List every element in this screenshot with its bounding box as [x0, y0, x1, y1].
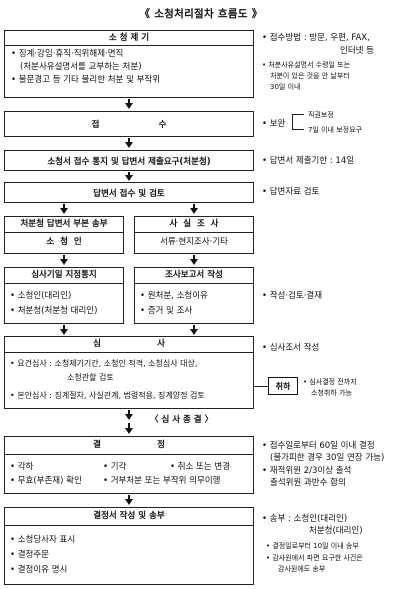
decision-invalid-confirm: • 무효(부존재) 확인: [10, 476, 82, 486]
step-hearing-date-notice: 심사기일 지정통지 • 소청인(대리인) • 처분청(처분청 대리인): [4, 267, 124, 324]
decision-dismiss: • 각하: [10, 462, 34, 472]
arrow-stem: [193, 255, 195, 260]
arrow-down-icon: [60, 259, 68, 265]
step-investigation-report-header: 조사보고서 작성: [135, 268, 253, 284]
note-delivery-sub-2: • 감사원에서 파면 요구한 사건은: [266, 554, 363, 562]
note-deadline-3: 30일 이내: [270, 83, 301, 91]
arrow-down-icon: [125, 499, 133, 505]
note-supplement-item-2: 7일 이내 보정요구: [308, 126, 362, 134]
step-copy-to-appellant: 처분청 답변서 부본 송부 소 청 인: [4, 216, 124, 254]
step-answer-review: 답변서 접수 및 검토: [4, 182, 254, 203]
step-decision-header: 결 정: [5, 437, 253, 455]
arrow-stem: [193, 204, 195, 209]
step-appeal-filing-header: 소 청 제 기: [5, 31, 253, 46]
step-appeal-filing-line-2: (처분사유설명서를 교부하는 처분): [20, 62, 142, 72]
step-appeal-filing-line-3: • 불문경고 등 기타 불리한 처분 및 부작위: [11, 75, 161, 85]
arrow-down-icon: [190, 329, 198, 335]
step-review-line-1: • 요건심사 : 소청제기기간, 소청인 적격, 소청심사 대상,: [10, 359, 198, 368]
arrow-stem: [128, 138, 130, 143]
arrow-down-icon: [125, 414, 133, 420]
step-investigation-report-line-2: • 증거 및 조사: [140, 306, 193, 316]
step-review-line-3: • 본안심사 : 징계절차, 사실관계, 법령적용, 징계양정 검토: [10, 391, 205, 400]
arrow-stem: [63, 325, 65, 330]
note-deadline-1: • 처분사유설명서 수령일 또는: [262, 61, 351, 69]
arrow-down-icon: [125, 142, 133, 148]
step-investigation-report: 조사보고서 작성 • 원처분, 소청이유 • 증거 및 조사: [134, 267, 254, 324]
arrow-stem: [128, 172, 130, 176]
arrow-stem: [193, 325, 195, 330]
note-supplement-item-1: 직권보정: [308, 111, 334, 119]
note-report: • 작성·검토·결재: [262, 291, 323, 301]
step-appeal-filing: 소 청 제 기 • 징계·강임·휴직·직위해제·면직 (처분사유설명서를 교부하…: [4, 30, 254, 98]
step-decision-delivery-line-3: • 결정이유 명시: [10, 565, 68, 575]
decision-reject: • 기각: [103, 462, 127, 472]
arrow-down-icon: [60, 329, 68, 335]
note-delivery-2: 처분청(대리인): [309, 526, 363, 536]
note-delivery-1: • 송부 : 소청인(대리인): [262, 514, 348, 524]
arrow-down-icon: [190, 259, 198, 265]
note-supplement: • 보완: [262, 119, 286, 129]
decision-obligation: • 거부처분 또는 부작위 의무이행: [103, 476, 221, 486]
step-fact-finding: 사 실 조 사 서류·현지조사·기타: [134, 216, 254, 254]
note-decision-4: 출석위원 과반수 합의: [270, 478, 346, 488]
arrow-down-icon: [125, 428, 133, 434]
note-receipt-method: • 접수방법 : 방문, 우편, FAX,: [262, 33, 370, 43]
arrow-down-icon: [125, 103, 133, 109]
step-decision-delivery: 결정서 작성 및 송부 • 소청당사자 표시 • 결정주문 • 결정이유 명시: [4, 507, 254, 585]
withdraw-note-line-2: 소청취하 가능: [311, 389, 352, 397]
step-hearing-date-notice-line-1: • 소청인(대리인): [10, 291, 72, 301]
step-receipt: 접 수: [4, 111, 254, 137]
step-review-header: 심 사: [5, 337, 253, 353]
arrow-down-icon: [60, 208, 68, 214]
step-investigation-report-line-1: • 원처분, 소청이유: [140, 291, 208, 301]
step-decision-delivery-line-1: • 소청당사자 표시: [10, 535, 76, 545]
step-notice-answer-request-label: 소청서 접수 통지 및 답변서 제출요구(처분청): [47, 156, 211, 167]
arrow-stem: [128, 410, 130, 416]
step-hearing-date-notice-line-2: • 처분청(처분청 대리인): [10, 306, 98, 316]
note-deadline-2: 처분이 있은 것을 안 날부터: [270, 72, 350, 80]
step-appeal-filing-line-1: • 징계·강임·휴직·직위해제·면직: [11, 49, 124, 59]
arrow-stem: [128, 99, 130, 104]
note-answer-review: • 답변자료 검토: [262, 187, 320, 197]
arrow-stem: [128, 495, 130, 500]
review-end-label: 〈 심 사 종 결 〉: [150, 415, 214, 425]
step-copy-to-appellant-body: 소 청 인: [46, 237, 82, 247]
note-decision-3: • 재적위원 2/3이상 출석: [262, 466, 352, 476]
note-review-record: • 심사조서 작성: [262, 343, 320, 353]
step-notice-answer-request: 소청서 접수 통지 및 답변서 제출요구(처분청): [4, 150, 254, 171]
note-answer-deadline: • 답변서 제출기한 : 14일: [262, 156, 355, 166]
step-review: 심 사 • 요건심사 : 소청제기기간, 소청인 적격, 소청심사 대상, 소청…: [4, 336, 254, 409]
arrow-stem: [128, 423, 130, 429]
note-receipt-method-2: 인터넷 등: [340, 46, 374, 56]
step-review-line-2: 소청관할 검토: [67, 373, 114, 382]
note-decision-2: (불가피한 경우 30일 연장 가능): [270, 453, 385, 463]
note-delivery-sub-1: • 결정일로부터 10일 이내 송부: [266, 542, 359, 550]
arrow-down-icon: [190, 208, 198, 214]
arrow-stem: [63, 255, 65, 260]
step-decision-delivery-header: 결정서 작성 및 송부: [5, 508, 253, 526]
decision-cancel-change: • 취소 또는 변경: [170, 462, 231, 472]
note-delivery-sub-3: 감사원에도 송부: [278, 565, 326, 573]
note-decision-1: • 접수일로부터 60일 이내 결정: [262, 441, 375, 451]
step-copy-to-appellant-header: 처분청 답변서 부본 송부: [5, 217, 123, 233]
step-fact-finding-header: 사 실 조 사: [135, 217, 253, 233]
page-title: 《 소청처리절차 흐름도 》: [139, 8, 263, 20]
arrow-down-icon: [125, 175, 133, 181]
withdraw-badge: 취하: [268, 377, 298, 395]
step-hearing-date-notice-header: 심사기일 지정통지: [5, 268, 123, 284]
arrow-stem: [63, 204, 65, 209]
withdraw-note-line-1: • 심사결정 전까지: [303, 378, 357, 386]
step-decision-delivery-line-2: • 결정주문: [10, 550, 49, 560]
step-answer-review-label: 답변서 접수 및 검토: [93, 188, 165, 199]
step-decision: 결 정 • 각하 • 기각 • 취소 또는 변경 • 무효(부존재) 확인 • …: [4, 436, 254, 494]
note-supplement-bracket: [292, 114, 304, 130]
step-fact-finding-body: 서류·현지조사·기타: [160, 237, 228, 247]
withdraw-connector: [254, 386, 268, 388]
step-receipt-label: 접 수: [91, 120, 167, 130]
